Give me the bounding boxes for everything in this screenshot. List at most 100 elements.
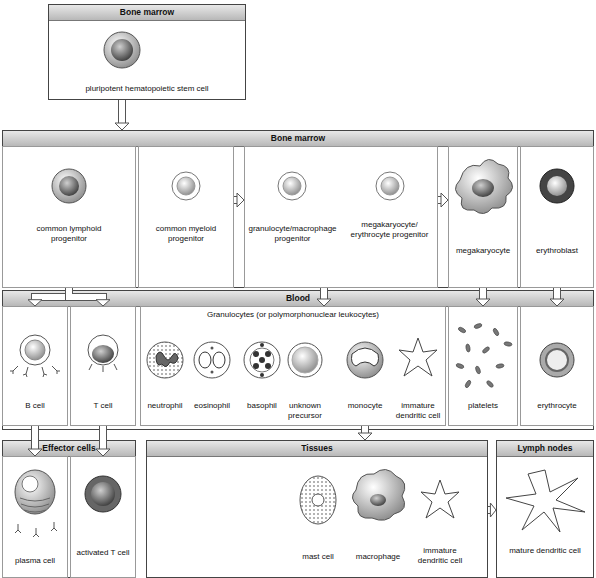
eosinophil-cell — [194, 342, 230, 378]
arrow-head — [28, 300, 42, 306]
plasma-cell — [22, 476, 38, 492]
arrow-head — [490, 503, 496, 517]
label-holder: megakaryocyte/ erythrocyte progenitor — [341, 220, 438, 239]
megakaryocyte-cell — [472, 179, 494, 197]
basophil-cell — [265, 363, 271, 369]
label-holder: B cell — [2, 401, 68, 411]
t-cell — [88, 335, 118, 372]
macrophage-cell — [352, 469, 404, 520]
basophil-cell — [244, 342, 280, 378]
monocyte-cell — [347, 342, 383, 378]
cell-label: immature dendritic cell — [410, 546, 470, 565]
basophil-cell — [260, 373, 264, 377]
gm-progenitor-cell — [278, 172, 306, 200]
basophil-cell — [260, 343, 264, 347]
cell-label: eosinophil — [187, 401, 237, 411]
arrow-outline — [69, 288, 103, 300]
arrow-head — [28, 449, 42, 456]
band-heading: Lymph nodes — [496, 440, 594, 456]
plasma-cell — [15, 470, 57, 537]
platelets — [492, 328, 499, 337]
label-holder: monocyte — [340, 401, 390, 411]
immature-dendritic-cell — [399, 338, 437, 376]
cell-frame — [138, 146, 234, 288]
activated-t-cell — [85, 476, 121, 512]
monocyte-cell — [347, 342, 383, 378]
label-holder: megakaryocyte — [448, 246, 518, 256]
tissue-band: Tissuesmast cellmacrophageimmature dendr… — [146, 440, 488, 578]
erythrocyte-cell — [540, 343, 574, 377]
arrow-outline — [361, 426, 369, 433]
cell-box: common lymphoid progenitor — [2, 146, 136, 288]
platelets — [456, 363, 465, 369]
cell-label: erythroblast — [520, 246, 594, 256]
hollow-arrow — [550, 288, 564, 306]
tissue-dendritic-cell — [421, 480, 459, 518]
mast-cell — [300, 476, 336, 524]
basophil-cell — [259, 357, 265, 363]
lymphoid-progenitor-cell — [52, 169, 86, 203]
band-heading: Tissues — [146, 440, 488, 456]
eosinophil-cell — [211, 347, 214, 350]
cell-label: neutrophil — [140, 401, 190, 411]
megakaryocyte-cell — [455, 159, 512, 213]
arrow-head — [441, 193, 448, 207]
eosinophil-cell — [211, 371, 214, 374]
arrow-outline — [118, 100, 126, 123]
hollow-arrow — [476, 288, 490, 306]
plasma-cell — [20, 498, 50, 512]
tissue-band: Effector cells plasma cellactivated T cel… — [2, 440, 136, 578]
eosinophil-cell — [194, 342, 230, 378]
cell-label: monocyte — [340, 401, 390, 411]
arrow-outline — [320, 288, 328, 299]
cell-label: immature dendritic cell — [390, 401, 446, 420]
me-progenitor-cell — [376, 172, 404, 200]
myeloid-progenitor-cell — [177, 177, 195, 195]
t-cell — [88, 335, 118, 365]
arrow-head — [476, 299, 490, 306]
label-holder: plasma cell — [2, 556, 68, 566]
lymphoid-progenitor-cell — [52, 169, 86, 203]
cell-box: B cell — [2, 306, 68, 426]
megakaryocyte-cell — [455, 159, 512, 213]
label-holder: Effector cells — [2, 440, 136, 456]
label-holder: Bone marrow — [2, 130, 594, 146]
hollow-arrow — [28, 288, 69, 306]
activated-t-cell — [91, 482, 115, 506]
monocyte-cell — [352, 348, 379, 366]
hollow-arrow — [115, 100, 129, 130]
macrophage-cell — [370, 494, 386, 506]
erythroblast-cell — [547, 176, 567, 196]
eosinophil-cell — [199, 352, 211, 368]
platelets — [504, 341, 513, 346]
cell-box: plasma cell — [2, 456, 68, 578]
lymphoid-progenitor-cell — [59, 176, 79, 196]
me-progenitor-cell — [376, 172, 404, 200]
t-cell — [92, 345, 114, 363]
arrow-head — [96, 300, 110, 306]
macrophage-cell — [352, 469, 404, 520]
cell-label: mast cell — [293, 552, 343, 562]
cell-label: platelets — [448, 401, 518, 411]
cell-label: mature dendritic cell — [496, 546, 594, 556]
label-holder: granulocyte/macrophage progenitor — [244, 224, 341, 243]
arrow-body — [119, 100, 125, 123]
hollow-arrow — [358, 426, 372, 440]
label-holder: mature dendritic cell — [496, 546, 594, 556]
label-holder: activated T cell — [70, 548, 136, 558]
unknown-precursor-cell — [288, 343, 322, 377]
cell-frame — [70, 456, 136, 578]
activated-t-cell — [85, 476, 121, 512]
basophil-cell — [244, 342, 280, 378]
label-holder: common lymphoid progenitor — [22, 224, 116, 243]
label-holder: mast cell — [293, 552, 343, 562]
cell-label: granulocyte/macrophage progenitor — [244, 224, 341, 243]
cell-label: B cell — [2, 401, 68, 411]
label-holder: common myeloid progenitor — [146, 224, 226, 243]
hollow-arrow — [96, 426, 110, 456]
arrow-head — [115, 123, 129, 130]
platelets — [496, 363, 505, 368]
cell-label: T cell — [70, 401, 136, 411]
mast-cell — [312, 494, 324, 506]
arrow-outline — [99, 426, 107, 449]
